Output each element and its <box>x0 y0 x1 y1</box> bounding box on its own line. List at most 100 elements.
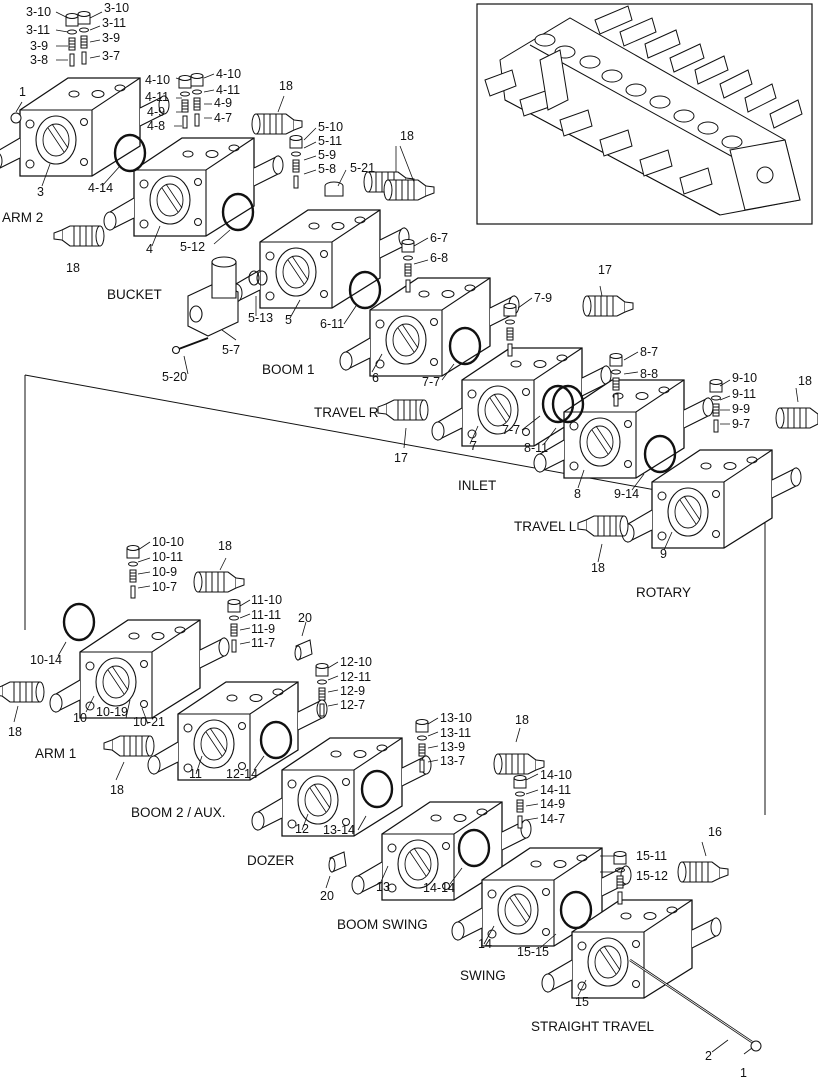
callout-3-10a: 3-10 <box>26 5 51 19</box>
callout-13-9: 13-9 <box>440 740 465 754</box>
callout-3-7: 3-7 <box>102 49 120 63</box>
callout-1-top: 1 <box>19 85 26 99</box>
callout-8: 8 <box>574 487 581 501</box>
callout-17a: 17 <box>598 263 612 277</box>
label-rotary: ROTARY <box>636 585 691 600</box>
tie-rods <box>10 112 762 1052</box>
label-dozer: DOZER <box>247 853 295 868</box>
callout-3: 3 <box>37 185 44 199</box>
callout-2: 2 <box>705 1049 712 1063</box>
callout-4-8: 4-8 <box>147 119 165 133</box>
callout-10-21: 10-21 <box>133 715 165 729</box>
callout-5-21: 5-21 <box>350 161 375 175</box>
callout-15-12: 15-12 <box>636 869 668 883</box>
callout-18g: 18 <box>8 725 22 739</box>
section-4-body <box>103 137 284 237</box>
callout-11-11: 11-11 <box>251 608 281 622</box>
callout-7-9: 7-9 <box>534 291 552 305</box>
callout-11: 11 <box>189 767 202 781</box>
callout-1-bottom: 1 <box>740 1066 747 1080</box>
callout-5-13: 5-13 <box>248 311 273 325</box>
callout-10-9: 10-9 <box>152 565 177 579</box>
callout-5: 5 <box>285 313 292 327</box>
label-swing: SWING <box>460 968 506 983</box>
callout-4-14: 4-14 <box>88 181 113 195</box>
callout-18f: 18 <box>218 539 232 553</box>
callout-17b: 17 <box>394 451 408 465</box>
callout-5-7: 5-7 <box>222 343 240 357</box>
callout-3-9b: 3-9 <box>102 31 120 45</box>
callout-9-10: 9-10 <box>732 371 757 385</box>
callout-6-7: 6-7 <box>430 231 448 245</box>
callout-5-8: 5-8 <box>318 162 336 176</box>
section-5-body <box>229 209 410 309</box>
callout-13-14: 13-14 <box>323 823 355 837</box>
callout-10: 10 <box>73 711 87 725</box>
callout-6: 6 <box>372 371 379 385</box>
callout-4-11b: 4-11 <box>216 83 240 97</box>
callout-7-7a: 7-7 <box>422 375 440 389</box>
callout-4-7: 4-7 <box>214 111 232 125</box>
callout-11-7: 11-7 <box>251 636 275 650</box>
callout-18c: 18 <box>400 129 414 143</box>
callout-4-11a: 4-11 <box>145 90 169 104</box>
callout-7-7b: 7-7 <box>502 423 520 437</box>
callout-20a: 20 <box>298 611 312 625</box>
callout-4-10a: 4-10 <box>145 73 170 87</box>
callout-18h: 18 <box>110 783 124 797</box>
section-labels: ARM 2 BUCKET BOOM 1 TRAVEL R INLET TRAVE… <box>2 210 691 1034</box>
callout-9-9: 9-9 <box>732 402 750 416</box>
callout-10-19: 10-19 <box>96 705 128 719</box>
callout-5-12: 5-12 <box>180 240 205 254</box>
label-arm2: ARM 2 <box>2 210 43 225</box>
callout-12: 12 <box>295 822 309 836</box>
callout-16: 16 <box>708 825 722 839</box>
callout-3-11b: 3-11 <box>102 16 126 30</box>
callout-5-10: 5-10 <box>318 120 343 134</box>
callout-4-9a: 4-9 <box>147 105 165 119</box>
callout-14-14: 14-14 <box>423 881 455 895</box>
part-callouts: 1 3 3-10 3-10 3-11 3-11 3-9 3-9 3-8 3-7 … <box>8 1 812 1080</box>
callout-4-9b: 4-9 <box>214 96 232 110</box>
callout-8-8: 8-8 <box>640 367 658 381</box>
label-boom2-aux: BOOM 2 / AUX. <box>131 805 226 820</box>
callout-14-7: 14-7 <box>540 812 565 826</box>
callout-12-11: 12-11 <box>340 670 371 684</box>
callout-9-14: 9-14 <box>614 487 639 501</box>
callout-14-9: 14-9 <box>540 797 565 811</box>
callout-18b: 18 <box>66 261 80 275</box>
callout-3-11a: 3-11 <box>26 23 50 37</box>
label-boom-swing: BOOM SWING <box>337 917 428 932</box>
callout-20b: 20 <box>320 889 334 903</box>
callout-11-9: 11-9 <box>251 622 275 636</box>
label-straight-travel: STRAIGHT TRAVEL <box>531 1019 655 1034</box>
callout-8-11: 8-11 <box>524 441 548 455</box>
callout-5-9: 5-9 <box>318 148 336 162</box>
callout-14-10: 14-10 <box>540 768 572 782</box>
callout-13-11: 13-11 <box>440 726 471 740</box>
callout-3-8: 3-8 <box>30 53 48 67</box>
label-boom1: BOOM 1 <box>262 362 315 377</box>
plugs-20 <box>294 639 347 873</box>
callout-6-11: 6-11 <box>320 317 344 331</box>
callout-3-9a: 3-9 <box>30 39 48 53</box>
callout-10-14: 10-14 <box>30 653 62 667</box>
callout-3-10b: 3-10 <box>104 1 129 15</box>
callout-4: 4 <box>146 242 153 256</box>
callout-5-20: 5-20 <box>162 370 187 384</box>
block-5-7 <box>171 256 268 355</box>
callout-7: 7 <box>470 439 477 453</box>
callout-14: 14 <box>478 937 492 951</box>
callout-13: 13 <box>376 880 390 894</box>
callout-13-7: 13-7 <box>440 754 465 768</box>
callout-10-11: 10-11 <box>152 550 183 564</box>
label-travel-r: TRAVEL R <box>314 405 379 420</box>
callout-18d: 18 <box>798 374 812 388</box>
callout-8-7: 8-7 <box>640 345 658 359</box>
callout-5-11: 5-11 <box>318 134 342 148</box>
callout-18i: 18 <box>515 713 529 727</box>
callout-9-11: 9-11 <box>732 387 756 401</box>
callout-4-10b: 4-10 <box>216 67 241 81</box>
